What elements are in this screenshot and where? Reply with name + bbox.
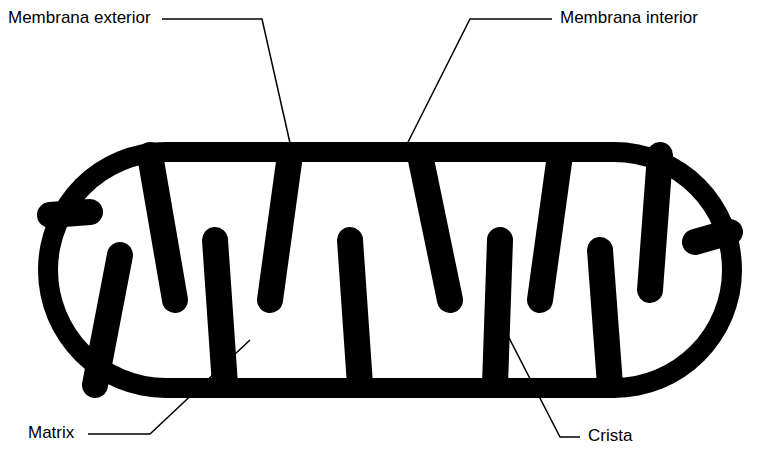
crista-fold [270,155,290,300]
leader-lines [88,19,580,437]
crista-fold [50,212,90,215]
crista-fold [540,155,560,300]
crista-fold [695,232,730,242]
crista-fold [495,240,500,385]
crista-fold [600,250,610,385]
part-label: Membrana exterior [8,8,151,28]
part-label: Crista [588,426,632,446]
crista-fold [215,240,225,385]
cristae [50,155,730,385]
leader-line [88,340,250,434]
crista-fold [420,155,450,300]
leader-line [398,19,552,162]
outer-membrane [38,142,742,398]
part-label: Matrix [28,423,74,443]
crista-fold [650,155,660,290]
crista-fold [95,255,120,385]
crista-fold [350,240,360,385]
leader-line [505,330,580,437]
crista-fold [150,155,175,300]
leader-line [162,19,290,143]
part-label: Membrana interior [560,8,698,28]
